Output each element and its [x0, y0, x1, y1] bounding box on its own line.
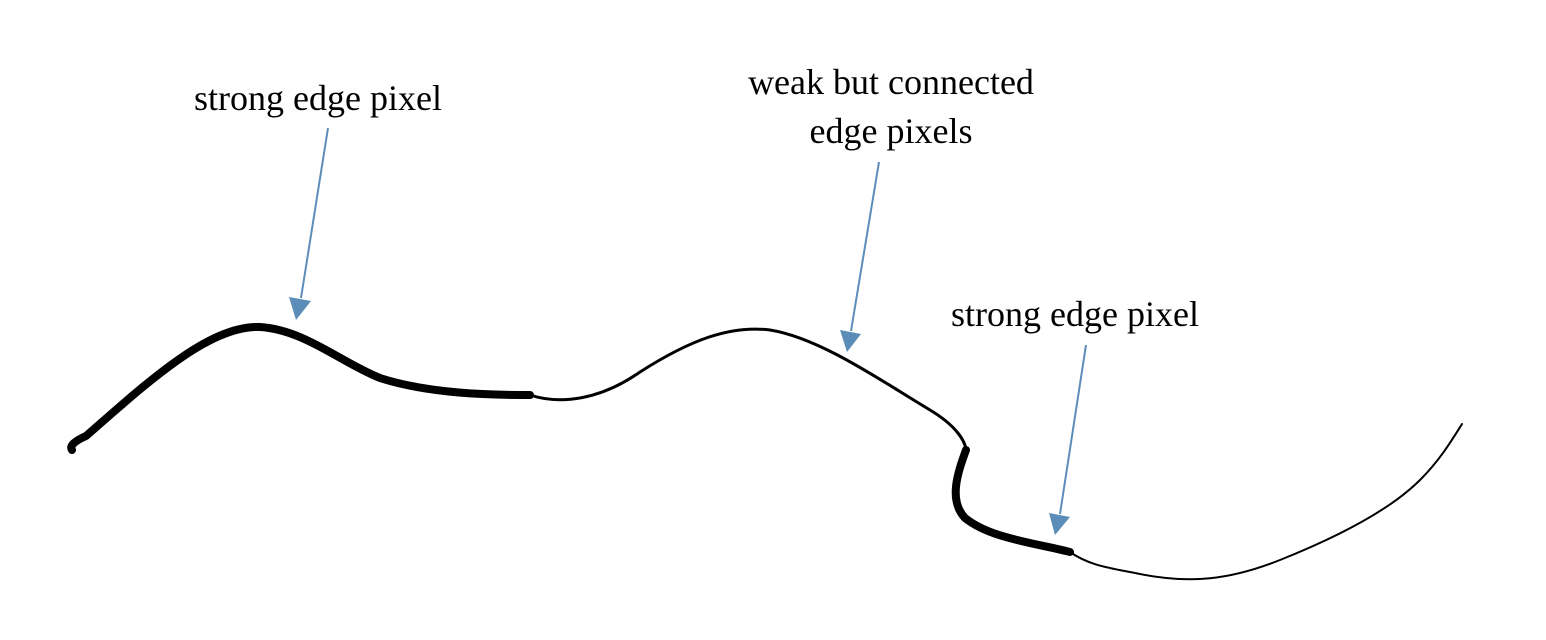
arrow-strong-left: [289, 127, 329, 320]
label-weak-line1: weak but connected: [748, 62, 1034, 102]
label-weak-line2: edge pixels: [810, 111, 973, 151]
arrow-weak-middle: [840, 161, 880, 352]
arrow-strong-right: [1049, 344, 1087, 535]
label-strong-edge-right: strong edge pixel: [951, 294, 1199, 334]
strong-edge-segment-right: [951, 446, 1074, 556]
strong-edge-segment-left: [67, 322, 534, 454]
label-strong-edge-left: strong edge pixel: [194, 78, 442, 118]
weak-edge-segment-middle: [528, 327, 968, 452]
weak-edge-segment-tail: [1069, 423, 1463, 581]
